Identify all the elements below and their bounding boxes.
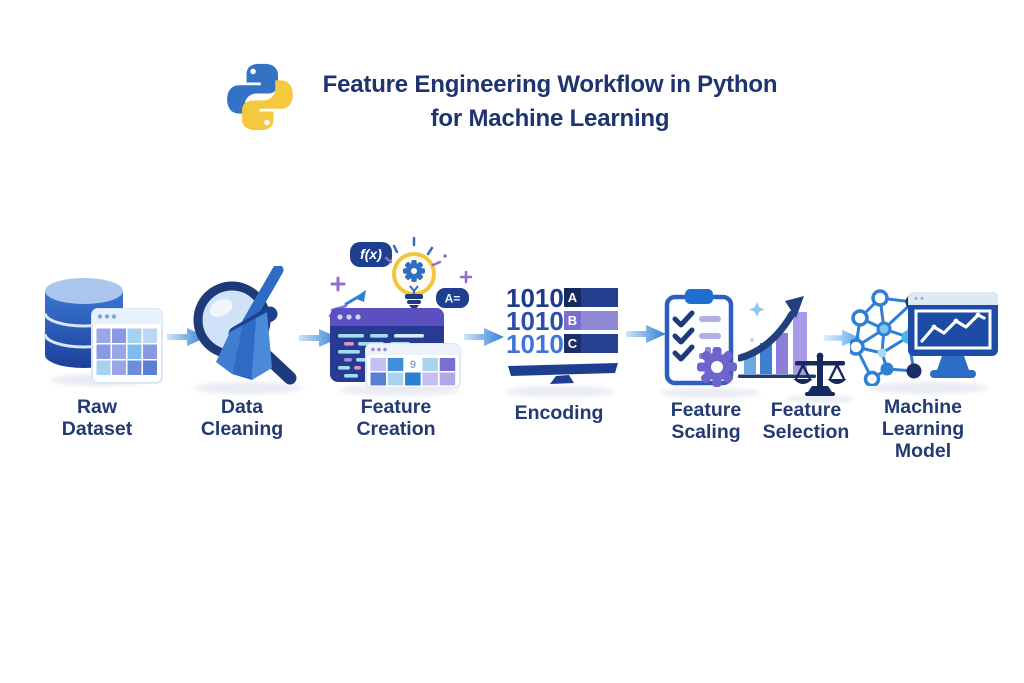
database-table-icon (43, 278, 163, 384)
feature-table-window: 9 (365, 343, 461, 388)
step-label-feature-selection: Feature Selection (762, 399, 850, 443)
shadow (193, 382, 303, 394)
category-bar-b: B (564, 311, 618, 330)
magnifier-broom-icon (193, 266, 297, 385)
flow-arrow-icon (299, 329, 339, 347)
growth-bar-chart-icon (738, 296, 816, 378)
shadow (868, 382, 988, 394)
binary-category-bars-icon: 1010 1010 1010 A B C (506, 284, 618, 384)
svg-text:1010: 1010 (506, 306, 564, 336)
step-label-feature-creation: Feature Creation (356, 396, 436, 440)
svg-text:A: A (568, 290, 578, 305)
svg-text:C: C (568, 336, 578, 351)
page-title: Feature Engineering Workflow in Python f… (295, 68, 805, 136)
svg-text:f(x): f(x) (360, 246, 382, 262)
gear-icon (697, 347, 737, 387)
svg-text:1010: 1010 (506, 284, 564, 313)
svg-text:9: 9 (410, 359, 416, 371)
title-line-2: for Machine Learning (430, 105, 670, 132)
monitor-stand (508, 363, 618, 384)
a-equals-badge: A= (436, 288, 469, 308)
sparkle-rays (330, 236, 473, 292)
category-bar-a: A (564, 288, 618, 307)
flow-arrow-icon (464, 328, 504, 346)
flow-arrow-icon (823, 329, 861, 347)
lightbulb-gear-icon (392, 252, 436, 309)
shadow (785, 395, 855, 403)
clipboard-gear-icon (664, 289, 765, 387)
star-sparkle-icon (749, 302, 765, 317)
python-logo-icon (227, 63, 293, 131)
flow-arrow-icon (626, 325, 666, 343)
step-label-raw-dataset: Raw Dataset (61, 396, 133, 440)
balance-scale-icon (793, 352, 847, 396)
svg-text:A=: A= (445, 292, 461, 306)
checkmarks (672, 310, 695, 362)
category-bar-c: C (564, 334, 618, 353)
step-label-ml-model: Machine Learning Model (881, 396, 965, 462)
svg-text:B: B (568, 313, 577, 328)
step-label-feature-scaling: Feature Scaling (670, 399, 742, 443)
step-label-encoding: Encoding (514, 402, 604, 424)
fx-badge: f(x) (350, 242, 392, 267)
code-window-lightbulb-icon: f(x) A= (328, 236, 473, 388)
svg-text:1010: 1010 (506, 329, 564, 359)
shadow (660, 388, 760, 398)
step-label-data-cleaning: Data Cleaning (200, 396, 284, 440)
monitor-chart-icon (908, 292, 998, 378)
title-line-1: Feature Engineering Workflow in Python (322, 71, 778, 98)
shadow (505, 386, 615, 397)
trend-arrow (738, 310, 796, 362)
